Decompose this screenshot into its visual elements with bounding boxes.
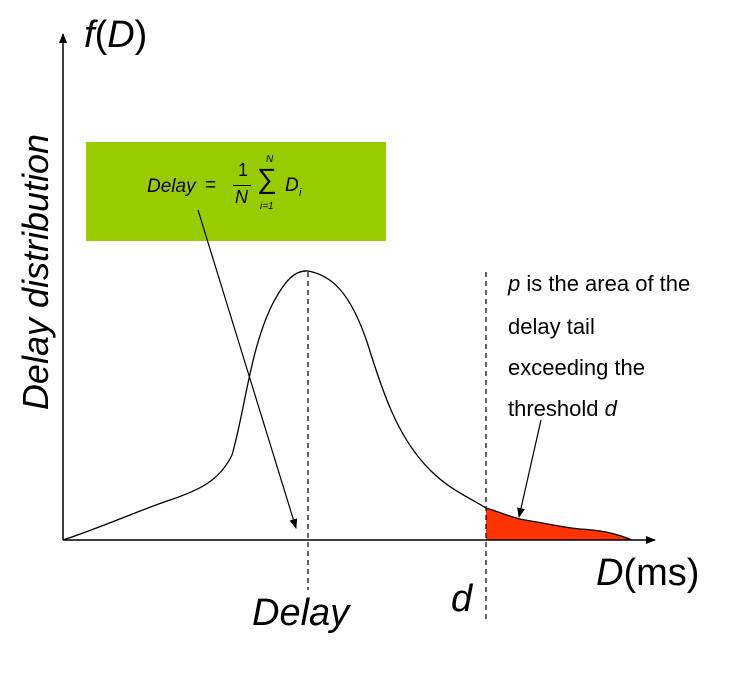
y-axis-title: Delay distribution [15, 133, 56, 411]
y-axis-label-var: D [107, 14, 135, 56]
annotation-p: p [508, 271, 521, 296]
threshold-label: d [451, 578, 473, 620]
formula-numerator: 1 [238, 160, 249, 180]
formula-lhs: Delay [147, 176, 196, 197]
annotation-line-2: delay tail [508, 314, 595, 339]
y-axis-label: f(D) [84, 14, 148, 56]
formula: Delay = 1 N N ∑ i=1 D i [86, 142, 386, 241]
sum-icon: ∑ [257, 163, 277, 194]
formula-sum-lower: i=1 [260, 201, 274, 212]
delay-tail-area [486, 508, 632, 540]
formula-sum-upper: N [266, 154, 274, 165]
annotation-pointer-arrow [517, 419, 542, 518]
formula-pointer-arrow [197, 209, 298, 529]
annotation-line-4: threshold d [508, 396, 617, 421]
y-axis-label-fn: f [84, 14, 95, 56]
annotation-line-3: exceeding the [508, 355, 645, 380]
formula-box [86, 142, 386, 241]
mean-delay-label: Delay [252, 592, 350, 634]
distribution-curve [62, 270, 633, 541]
x-axis-label-unit: (ms) [623, 552, 700, 594]
x-axis-label-var: D [596, 552, 624, 594]
annotation-line-1: p is the area of the [508, 271, 691, 296]
x-axis-label: D(ms) [596, 552, 699, 595]
formula-term-subscript: i [299, 187, 302, 199]
annotation-d: d [604, 396, 617, 421]
formula-denominator: N [235, 187, 248, 207]
formula-fraction-bar [233, 185, 251, 186]
formula-term: D [285, 175, 299, 196]
formula-equals: = [205, 175, 217, 196]
